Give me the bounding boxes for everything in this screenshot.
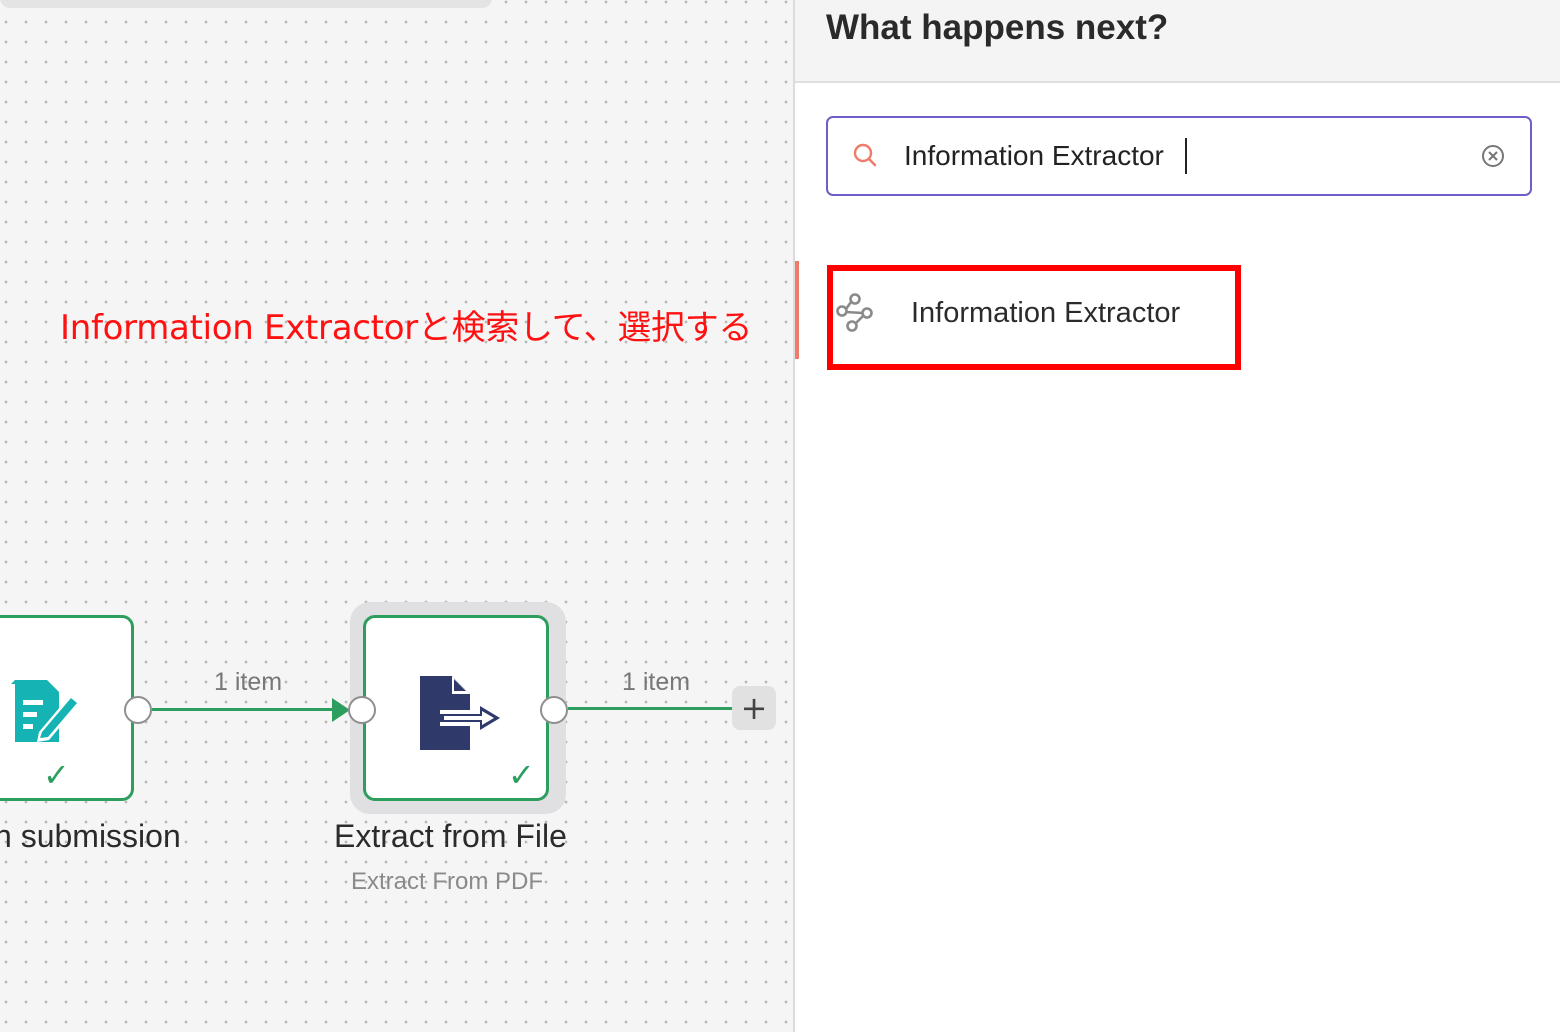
- connection-label: 1 item: [622, 668, 691, 696]
- annotation-text: Information Extractorと検索して、選択する: [60, 308, 753, 348]
- node-subtitle: Extract From PDF: [351, 868, 544, 895]
- output-handle[interactable]: [540, 696, 568, 724]
- arrow-head-icon: [332, 698, 350, 722]
- success-check-icon: ✓: [508, 757, 535, 793]
- clear-circle-icon[interactable]: [1481, 144, 1505, 173]
- connection-label: 1 item: [214, 668, 283, 696]
- search-icon: [852, 142, 878, 173]
- input-handle[interactable]: [348, 696, 376, 724]
- add-node-button[interactable]: +: [732, 686, 776, 730]
- text-cursor: [1185, 138, 1187, 174]
- form-submission-node[interactable]: ✓: [0, 615, 134, 801]
- node-creator-panel: What happens next?: [793, 0, 1560, 1032]
- connection-line[interactable]: [152, 708, 338, 711]
- node-title: Extract from File: [334, 818, 567, 854]
- search-box[interactable]: [826, 116, 1532, 196]
- share-nodes-icon: [835, 293, 875, 338]
- connection-line[interactable]: [568, 707, 734, 710]
- active-item-marker: [795, 261, 799, 359]
- file-export-icon: [418, 674, 502, 757]
- form-pencil-icon: [9, 674, 83, 751]
- success-check-icon: ✓: [43, 757, 70, 793]
- output-handle[interactable]: [124, 696, 152, 724]
- panel-header: What happens next?: [795, 0, 1560, 83]
- result-item-label: Information Extractor: [911, 297, 1181, 329]
- workflow-canvas[interactable]: Information Extractorと検索して、選択する ✓ 1 item: [0, 0, 793, 1032]
- extract-from-file-node[interactable]: ✓: [363, 615, 549, 801]
- result-item-information-extractor[interactable]: Information Extractor: [827, 265, 1241, 370]
- panel-title: What happens next?: [826, 8, 1169, 47]
- node-title: n submission: [0, 818, 181, 854]
- search-input[interactable]: [904, 136, 1464, 176]
- canvas-top-bar: [0, 0, 492, 8]
